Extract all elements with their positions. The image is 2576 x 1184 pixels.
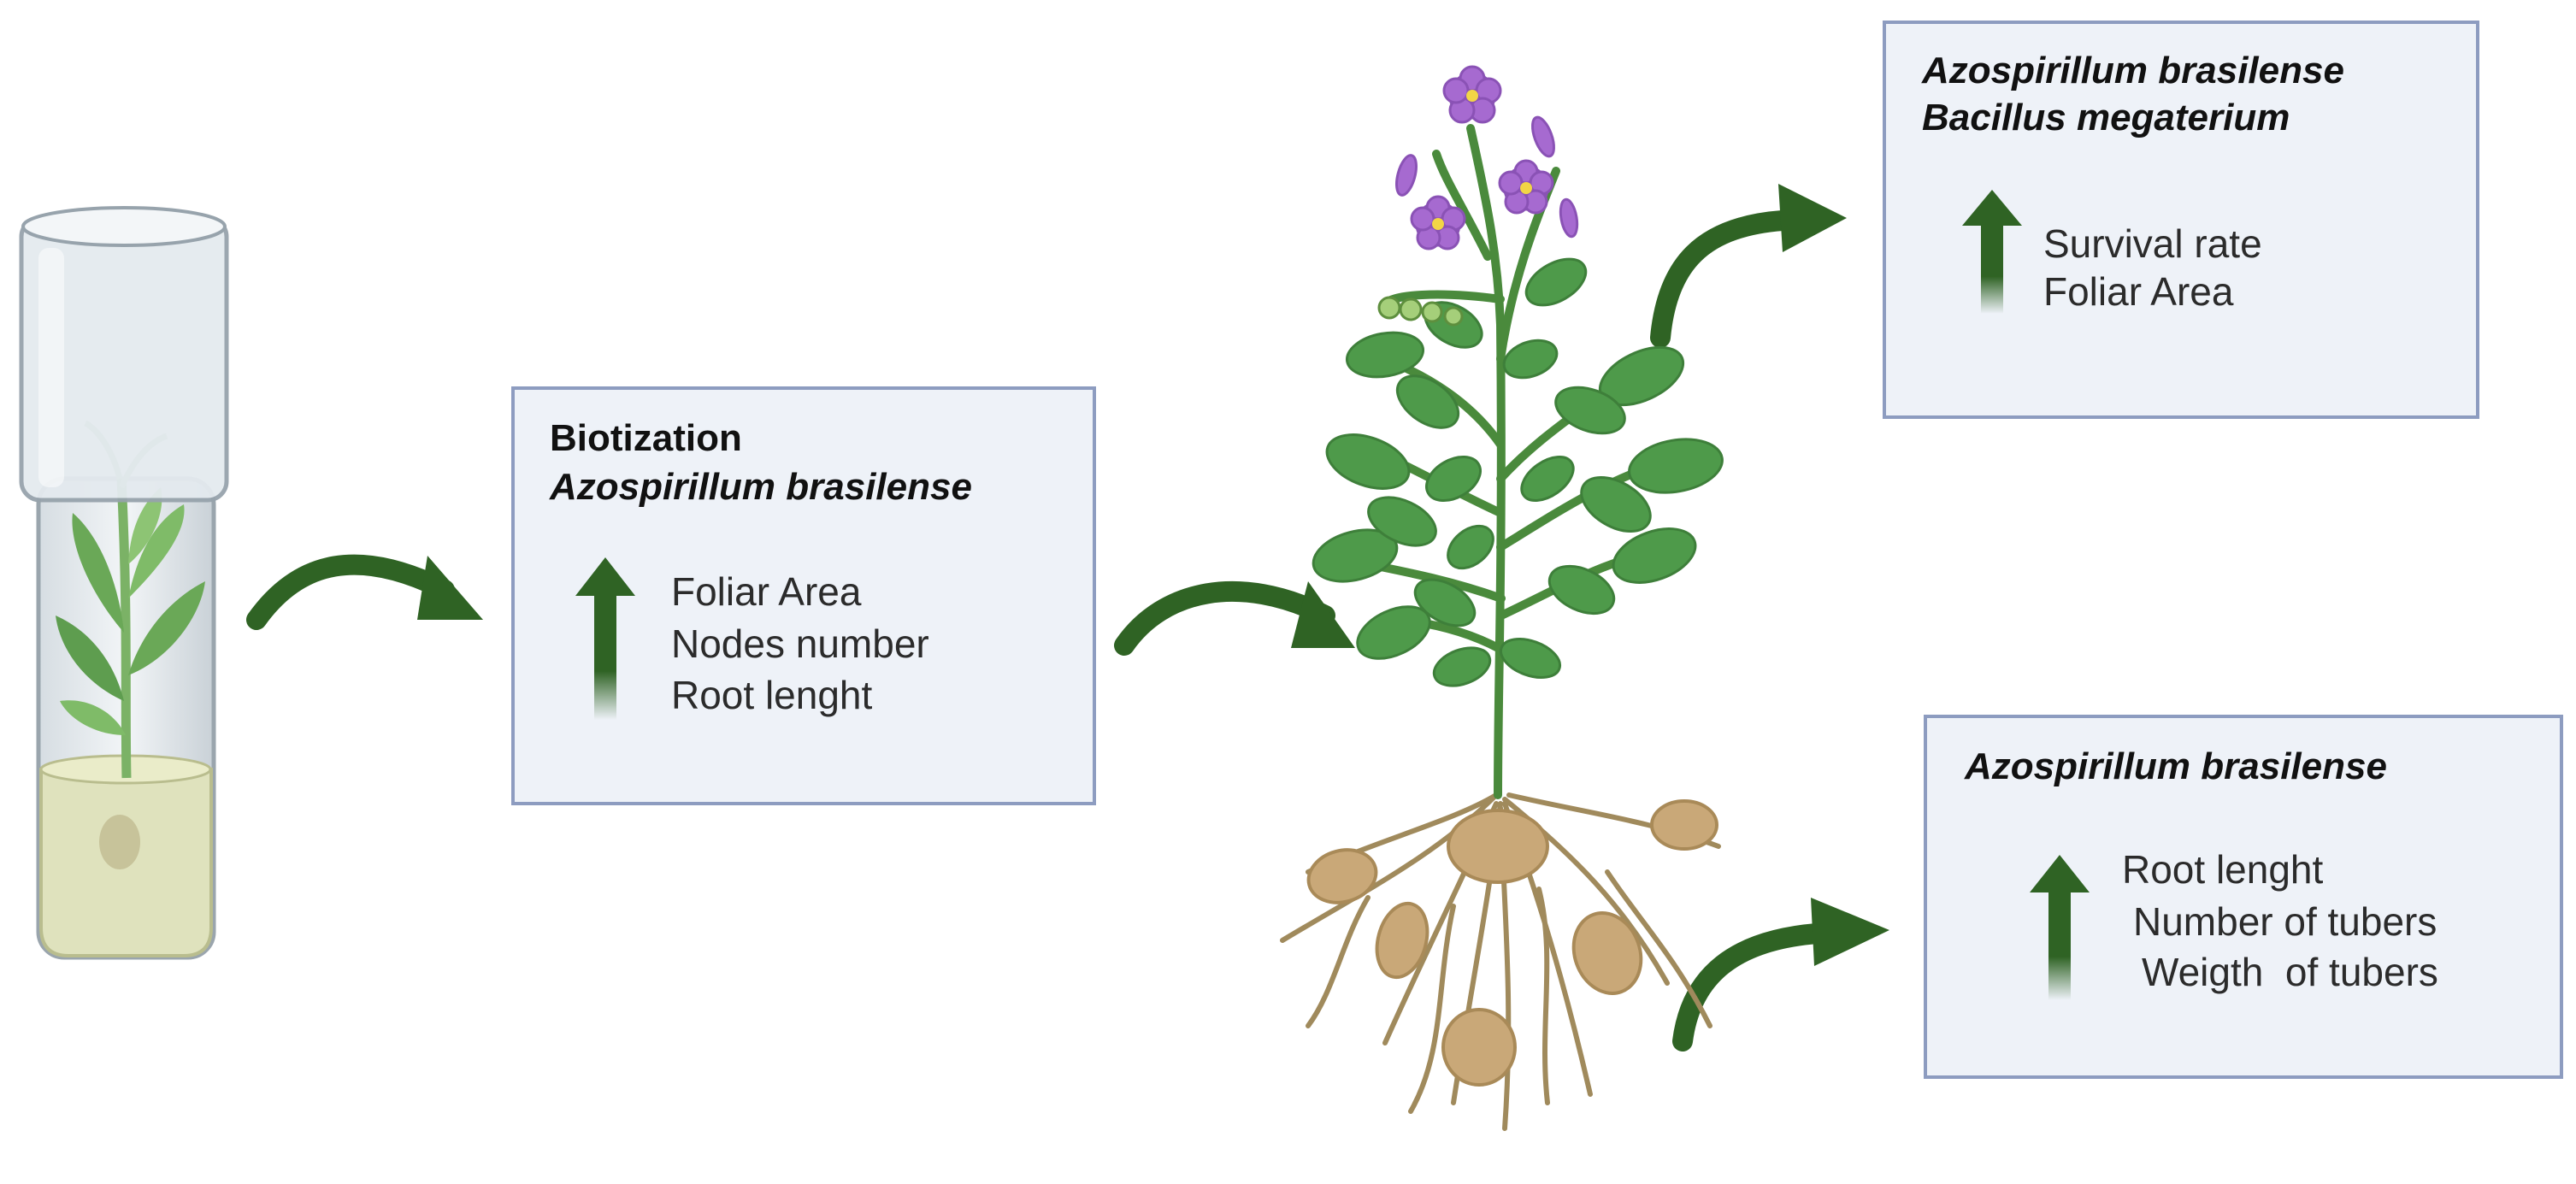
shoot-item-survival-rate: Survival rate — [2043, 221, 2262, 266]
root-item-weight-of-tubers: Weigth of tubers — [2142, 950, 2438, 994]
root-item-number-of-tubers: Number of tubers — [2133, 899, 2437, 944]
shoot-box-organism-2: Bacillus megaterium — [1922, 97, 2290, 138]
shoot-box-organism-1: Azospirillum brasilense — [1922, 50, 2344, 91]
flow-arrow-icon — [1650, 184, 1847, 348]
increase-arrow-icon — [1962, 190, 2022, 314]
root-item-root-length: Root lenght — [2122, 847, 2324, 892]
flow-arrow-icon — [1672, 898, 1889, 1051]
increase-arrow-icon — [2030, 855, 2090, 1000]
flow-arrow-icon — [246, 554, 483, 630]
invitro-item-nodes-number: Nodes number — [671, 621, 929, 666]
invitro-item-foliar-area: Foliar Area — [671, 569, 862, 614]
invitro-box-title: Biotization — [550, 417, 742, 459]
invitro-item-root-length: Root lenght — [671, 673, 873, 717]
test-tube-icon — [19, 206, 229, 960]
invitro-box-organism: Azospirillum brasilense — [550, 466, 972, 508]
flow-arrow-icon — [1114, 581, 1355, 656]
potato-plant-icon — [1280, 65, 1724, 1131]
increase-arrow-icon — [575, 557, 635, 720]
shoot-item-foliar-area: Foliar Area — [2043, 269, 2234, 314]
root-result-box — [1924, 715, 2563, 1079]
root-box-organism: Azospirillum brasilense — [1965, 745, 2387, 787]
